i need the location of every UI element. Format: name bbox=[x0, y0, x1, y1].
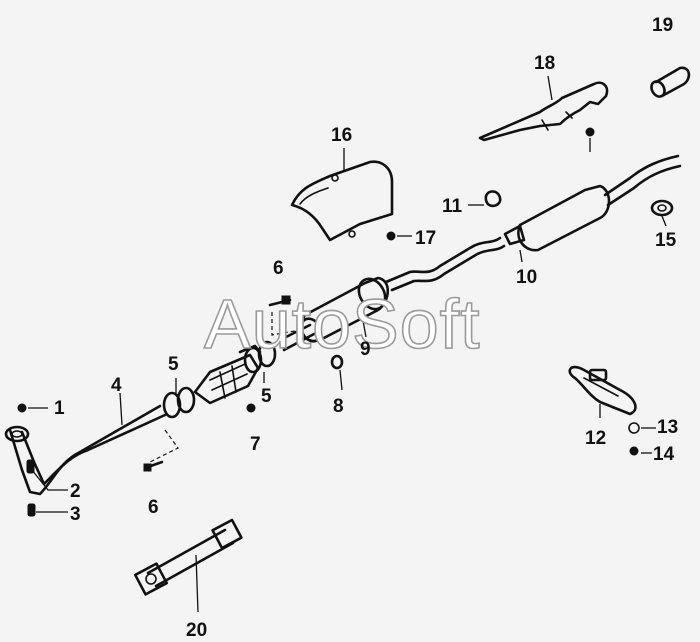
callout-12: 12 bbox=[585, 428, 606, 449]
part-13-washer bbox=[628, 422, 656, 434]
part-14-nut bbox=[629, 446, 652, 456]
callout-5-right: 5 bbox=[261, 386, 272, 407]
callout-9: 9 bbox=[360, 339, 371, 360]
part-1-nut bbox=[17, 403, 48, 413]
part-19-tail-pipe bbox=[650, 66, 691, 98]
part-11-clamp bbox=[468, 190, 502, 208]
part-5-gaskets bbox=[162, 340, 277, 419]
callout-16: 16 bbox=[331, 125, 352, 146]
callout-17: 17 bbox=[415, 228, 436, 249]
catalytic-converter bbox=[193, 344, 262, 405]
callout-8: 8 bbox=[333, 396, 344, 417]
callout-4: 4 bbox=[111, 375, 122, 396]
watermark: AutoSoft bbox=[204, 285, 481, 363]
callout-6-lower: 6 bbox=[148, 497, 159, 518]
part-7-nut bbox=[246, 403, 256, 413]
callout-10: 10 bbox=[516, 267, 537, 288]
callout-20: 20 bbox=[186, 620, 207, 641]
callout-5-left: 5 bbox=[168, 354, 179, 375]
callout-7: 7 bbox=[250, 434, 261, 455]
part-18-bracket bbox=[478, 75, 609, 152]
callout-1: 1 bbox=[54, 398, 65, 419]
callout-3: 3 bbox=[70, 504, 81, 525]
part-6-bolt-lower bbox=[143, 460, 164, 472]
part-12-hanger bbox=[568, 365, 637, 418]
part-8-hanger bbox=[330, 354, 344, 391]
part-2-gasket bbox=[26, 459, 68, 491]
callout-14: 14 bbox=[653, 444, 675, 465]
callout-2: 2 bbox=[70, 481, 81, 502]
part-3-bolt bbox=[27, 503, 68, 517]
callout-11: 11 bbox=[442, 196, 463, 217]
part-17-bolt bbox=[386, 231, 412, 241]
part-10-rear-muffler bbox=[503, 154, 682, 263]
callout-18: 18 bbox=[534, 53, 555, 74]
part-15-rubber-mount bbox=[650, 199, 674, 227]
callout-19: 19 bbox=[652, 15, 673, 36]
part-6-bolt-upper bbox=[268, 295, 301, 336]
part-16-heat-shield bbox=[290, 148, 394, 242]
callout-15: 15 bbox=[655, 230, 677, 251]
callout-13: 13 bbox=[657, 417, 678, 438]
part-9-resonator bbox=[278, 236, 506, 352]
part-20-front-pipe bbox=[133, 518, 243, 613]
callout-6-upper: 6 bbox=[273, 258, 284, 279]
